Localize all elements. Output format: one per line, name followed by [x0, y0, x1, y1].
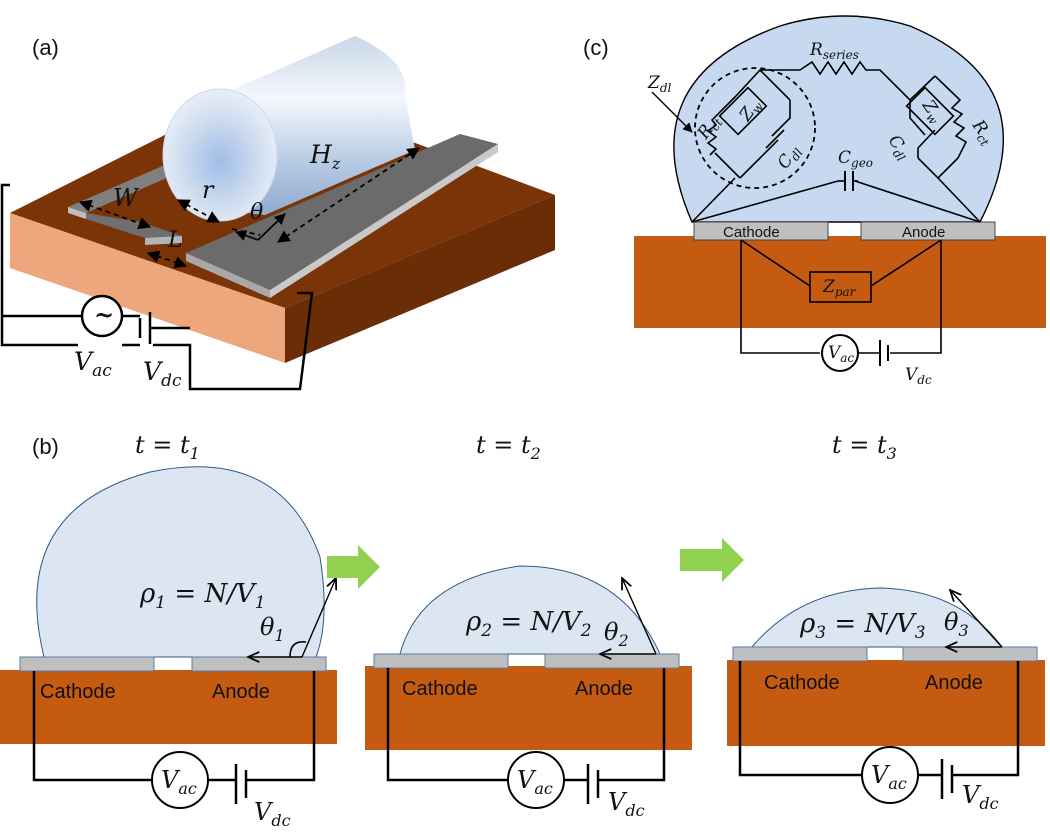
c-Cgeo: Cgeo — [838, 148, 873, 170]
dim-r: r — [202, 176, 215, 204]
C-dl-right — [909, 100, 936, 158]
b1-rho: ρ1 = N/V1 — [139, 579, 266, 613]
panel-b: (b) t = t1 Cathode Anode ρ1 = N/V1 θ1 Va… — [0, 431, 1045, 830]
panel-a: (a) W r L θ — [0, 35, 555, 391]
b1-cathode — [19, 656, 155, 672]
b2-substrate — [365, 666, 692, 750]
C-dl-left — [759, 100, 791, 159]
b2-time: t = t2 — [476, 431, 541, 463]
b2-droplet — [399, 565, 661, 655]
R-series — [735, 60, 936, 102]
c-cathode-label: Cathode — [723, 224, 780, 241]
b2-anode-label: Anode — [575, 678, 633, 700]
b2-Vac: Vac — [517, 766, 553, 798]
b2-cathode-label: Cathode — [402, 678, 478, 700]
R-ct-right — [934, 75, 968, 159]
c-Vac: Vac — [828, 343, 854, 365]
c-Zdl: Zdl — [647, 73, 671, 95]
Z-w-left-box — [718, 86, 768, 136]
b3-Vdc: Vdc — [962, 781, 999, 813]
progress-arrow-1 — [327, 545, 380, 589]
b3-rho: ρ3 = N/V3 — [799, 609, 926, 643]
R-ct-left — [706, 95, 737, 156]
b-step-1: t = t1 Cathode Anode ρ1 = N/V1 θ1 Vac Vd… — [0, 431, 337, 830]
c-Rseries: Rseries — [809, 40, 859, 62]
b1-anode-label: Anode — [212, 681, 270, 703]
b2-rho: ρ2 = N/V2 — [465, 607, 592, 641]
panel-a-label: (a) — [32, 35, 59, 60]
b2-Vdc: Vdc — [608, 788, 645, 820]
progress-arrow-2 — [680, 538, 744, 582]
c-Vdc: Vdc — [905, 365, 932, 387]
dim-W: W — [113, 184, 140, 212]
b1-cathode-label: Cathode — [40, 681, 116, 703]
b1-substrate — [0, 670, 337, 744]
b3-theta: θ3 — [944, 608, 969, 640]
b1-Vac: Vac — [161, 766, 197, 798]
b1-time: t = t1 — [135, 431, 200, 463]
b3-anode-label: Anode — [925, 672, 983, 694]
Z-par-box — [809, 271, 872, 303]
b2-ac-source-icon — [507, 751, 565, 809]
c-anode-label: Anode — [902, 224, 945, 241]
b2-anode — [544, 653, 680, 669]
b3-ac-source-icon — [861, 746, 919, 804]
panel-c-label: (c) — [583, 35, 609, 60]
b1-Vdc: Vdc — [254, 798, 291, 830]
Z-dl-boundary — [694, 67, 816, 189]
b3-Vac: Vac — [871, 761, 907, 793]
ac-symbol: ~ — [94, 300, 114, 329]
b1-anode — [191, 656, 327, 672]
b3-anode — [902, 646, 1038, 662]
dim-theta: θ — [250, 200, 263, 225]
c-anode — [860, 221, 996, 241]
b-step-2: t = t2 Cathode Anode ρ2 = N/V2 θ2 Vac Vd… — [365, 431, 692, 820]
panel-b-label: (b) — [32, 434, 59, 459]
b3-cathode-label: Cathode — [764, 672, 840, 694]
substrate-front — [10, 213, 285, 363]
b3-time: t = t3 — [832, 431, 897, 463]
b1-ac-source-icon — [151, 751, 209, 809]
c-Zpar: Zpar — [822, 277, 857, 299]
b2-cathode — [373, 653, 509, 669]
c-cathode — [693, 221, 829, 241]
substrate-side — [285, 195, 555, 363]
c-ac-source-icon — [821, 334, 859, 372]
b-step-3: t = t3 Cathode Anode ρ3 = N/V3 θ3 Vac Vd… — [727, 431, 1045, 813]
Z-w-right-box — [905, 86, 955, 136]
b3-cathode — [732, 646, 868, 662]
a-Vac: Vac — [74, 347, 112, 381]
c-circuit — [651, 60, 981, 223]
b2-theta: θ2 — [604, 618, 629, 650]
a-Vdc: Vdc — [143, 357, 182, 391]
dim-Hz: Hz — [309, 140, 341, 173]
dim-L: L — [167, 228, 183, 253]
panel-c: (c) Cathode Anode Rseries Zdl — [583, 15, 1046, 387]
b3-substrate — [727, 660, 1045, 746]
b1-theta: θ1 — [260, 613, 285, 645]
